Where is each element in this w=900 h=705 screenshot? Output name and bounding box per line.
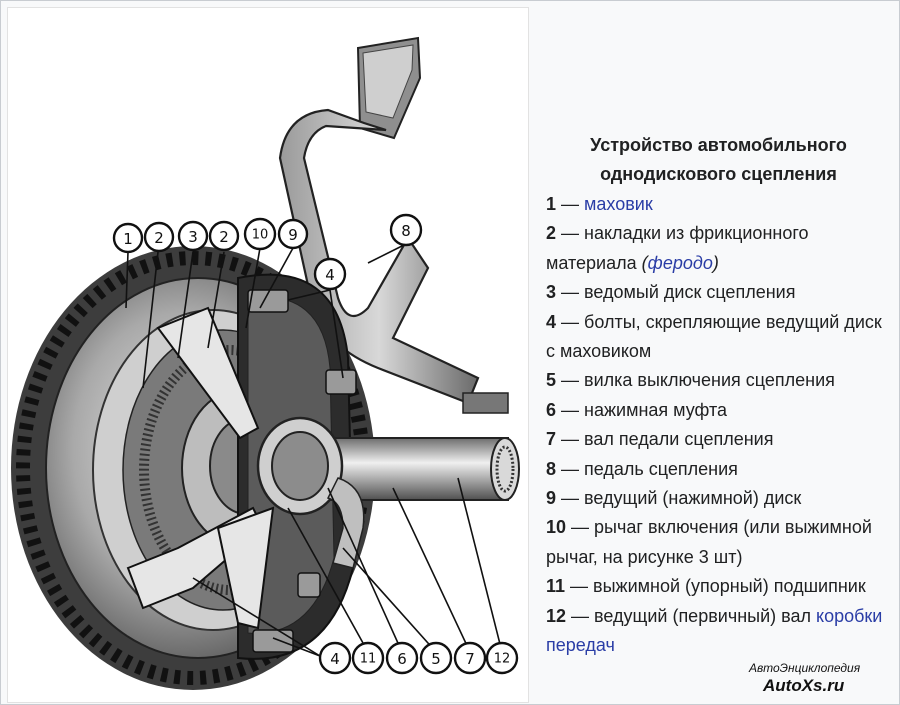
legend-item-dash: — xyxy=(566,605,595,626)
callout-2: 2 xyxy=(143,221,175,253)
legend-item-dash: — xyxy=(556,311,585,332)
legend-item-text: ( xyxy=(641,252,648,273)
svg-text:9: 9 xyxy=(288,226,298,244)
legend-item: 3 — ведомый диск сцепления xyxy=(546,278,891,307)
callout-4-bottom: 4 xyxy=(318,641,352,675)
callout-8: 8 xyxy=(389,213,423,247)
callout-9: 9 xyxy=(277,218,309,250)
svg-text:5: 5 xyxy=(431,650,441,668)
watermark-line2: AutoXs.ru xyxy=(763,676,845,695)
legend-item-number: 11 xyxy=(546,576,566,597)
legend-item-dash: — xyxy=(566,517,595,538)
leader-lines xyxy=(125,243,503,657)
input-shaft xyxy=(256,392,520,569)
legend-item-text: ) xyxy=(712,252,719,273)
legend-item-text: накладки из фрикционного материала xyxy=(546,223,809,273)
legend-item-dash: — xyxy=(556,458,585,479)
clutch-diagram: 1 2 3 2 10 9 8 4 xyxy=(11,36,520,690)
svg-text:10: 10 xyxy=(252,228,269,243)
legend-item: 4 — болты, скрепляющие ведущий диск с ма… xyxy=(546,308,891,367)
callout-2b: 2 xyxy=(208,220,240,252)
svg-text:11: 11 xyxy=(360,652,377,667)
callout-1: 1 xyxy=(112,222,144,254)
legend-item-text: болты, скрепляющие ведущий диск с махови… xyxy=(546,311,882,362)
legend-item-text: вилка выключения сцепления xyxy=(584,370,835,391)
legend-item-dash: — xyxy=(565,576,594,597)
callout-5: 5 xyxy=(419,641,453,675)
watermark-line1: АвтоЭнциклопедия xyxy=(749,661,861,675)
legend-item: 2 — накладки из фрикционного материала (… xyxy=(546,219,891,278)
legend-item-number: 10 xyxy=(546,517,567,538)
svg-text:3: 3 xyxy=(188,228,198,246)
svg-text:1: 1 xyxy=(123,230,133,248)
legend-item-text: педаль сцепления xyxy=(584,458,738,479)
legend-item-number: 12 xyxy=(546,605,567,626)
svg-text:8: 8 xyxy=(401,222,411,240)
svg-text:2: 2 xyxy=(219,228,229,246)
legend-item-text: выжимной (упорный) подшипник xyxy=(593,576,866,597)
legend-item-number: 4 xyxy=(546,311,557,332)
callout-11: 11 xyxy=(351,641,385,675)
svg-text:4: 4 xyxy=(325,266,335,284)
legend-item-text: ведущий (первичный) вал xyxy=(594,605,817,626)
callout-7: 7 xyxy=(453,641,487,675)
legend-item: 8 — педаль сцепления xyxy=(546,455,891,484)
legend-item-dash: — xyxy=(556,282,585,303)
legend-item-text: нажимная муфта xyxy=(584,399,727,420)
legend-item: 11 — выжимной (упорный) подшипник xyxy=(546,572,891,601)
legend-title-line2: однодискового сцепления xyxy=(600,164,837,184)
legend-item-text: вал педали сцепления xyxy=(584,429,774,450)
legend-item-dash: — xyxy=(556,488,585,509)
legend-item-dash: — xyxy=(556,370,585,391)
legend-item: 9 — ведущий (нажимной) диск xyxy=(546,484,891,513)
callout-4-top: 4 xyxy=(313,257,347,291)
legend-item: 1 — маховик xyxy=(546,190,891,219)
legend-item-number: 3 xyxy=(546,282,557,303)
legend-item-dash: — xyxy=(556,223,585,244)
legend-item: 7 — вал педали сцепления xyxy=(546,425,891,454)
legend-item-text: рычаг включения (или выжимной рычаг, на … xyxy=(546,517,872,567)
callout-12: 12 xyxy=(485,641,519,675)
legend-item-number: 8 xyxy=(546,458,557,479)
legend-item: 6 — нажимная муфта xyxy=(546,396,891,425)
legend: Устройство автомобильного однодискового … xyxy=(546,131,891,661)
legend-item-text: ведомый диск сцепления xyxy=(584,282,796,303)
bolts xyxy=(247,289,357,653)
legend-item-link[interactable]: маховик xyxy=(584,194,653,214)
callout-10: 10 xyxy=(243,217,277,251)
legend-item-dash: — xyxy=(556,194,585,214)
svg-text:2: 2 xyxy=(154,229,164,247)
legend-item-number: 2 xyxy=(546,223,557,244)
legend-item: 10 — рычаг включения (или выжимной рычаг… xyxy=(546,513,891,572)
svg-text:7: 7 xyxy=(465,650,475,668)
legend-item-link[interactable]: коробки передач xyxy=(546,605,883,656)
svg-text:6: 6 xyxy=(397,650,407,668)
legend-item-number: 6 xyxy=(546,399,557,420)
callout-3: 3 xyxy=(177,220,209,252)
legend-item-text: ведущий (нажимной) диск xyxy=(584,488,802,509)
legend-item: 5 — вилка выключения сцепления xyxy=(546,366,891,395)
clutch-illustration: 1 2 3 2 10 9 8 4 xyxy=(7,7,529,703)
legend-item-number: 5 xyxy=(546,370,557,391)
legend-item-number: 9 xyxy=(546,488,557,509)
legend-title-line1: Устройство автомобильного xyxy=(590,135,847,155)
legend-item: 12 — ведущий (первичный) вал коробки пер… xyxy=(546,602,891,661)
legend-item-link[interactable]: феродо xyxy=(647,252,713,273)
legend-item-dash: — xyxy=(556,399,585,420)
svg-text:12: 12 xyxy=(494,652,511,667)
watermark: АвтоЭнциклопедия AutoXs.ru xyxy=(749,661,894,697)
legend-item-dash: — xyxy=(556,429,585,450)
legend-title: Устройство автомобильного однодискового … xyxy=(546,131,891,189)
svg-text:4: 4 xyxy=(330,650,340,668)
legend-item-number: 1 xyxy=(546,194,557,214)
release-levers xyxy=(126,306,275,630)
callout-6: 6 xyxy=(385,641,419,675)
legend-item-number: 7 xyxy=(546,429,557,450)
